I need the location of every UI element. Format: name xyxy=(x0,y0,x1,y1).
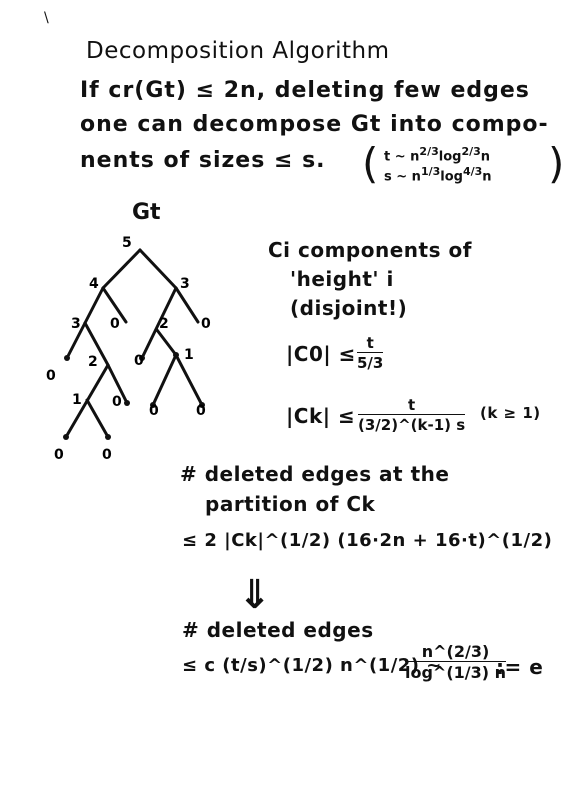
e-definition: := e xyxy=(496,655,544,679)
statement-line-1: If cr(Gt) ≤ 2n, deleting few edges xyxy=(80,78,530,103)
c0-denominator: 5/3 xyxy=(357,354,384,372)
node-label: 0 xyxy=(46,368,56,384)
components-heading-3: (disjoint!) xyxy=(290,296,408,320)
s-parameter: s ~ n1/3log4/3n xyxy=(384,165,492,184)
node-label: 3 xyxy=(180,276,190,292)
ck-numerator: t xyxy=(358,396,466,415)
node-label: 3 xyxy=(71,316,81,332)
t-parameter: t ~ n2/3log2/3n xyxy=(384,145,490,164)
page-title: Decomposition Algorithm xyxy=(86,38,390,64)
node-label: 1 xyxy=(72,392,82,408)
left-paren: ( xyxy=(362,139,379,188)
tree-label: Gt xyxy=(132,200,161,225)
node-label: 0 xyxy=(196,403,206,419)
implies-arrow: ⇓ xyxy=(238,572,272,618)
components-heading-1: Ci components of xyxy=(268,238,472,262)
deleted-total-fraction: n^(2/3) log^(1/3) n xyxy=(405,642,507,682)
components-heading-2: 'height' i xyxy=(290,267,394,291)
deleted-total-denominator: log^(1/3) n xyxy=(405,663,507,682)
node-label: 2 xyxy=(88,354,98,370)
ck-bound-fraction: t (3/2)^(k-1) s xyxy=(358,396,466,434)
tree-edges xyxy=(64,248,204,439)
c0-bound-lhs: |C0| ≤ xyxy=(286,342,356,366)
s-log: log xyxy=(440,169,463,185)
deleted-total-bound: ≤ c (t/s)^(1/2) n^(1/2) ~ xyxy=(182,655,442,676)
t-log: log xyxy=(438,149,462,165)
t-exponent: 2/3 xyxy=(419,145,439,158)
s-exponent: 1/3 xyxy=(420,165,441,178)
ck-denominator: (3/2)^(k-1) s xyxy=(358,416,466,434)
node-label: 2 xyxy=(159,316,169,332)
node-label: 0 xyxy=(134,353,144,369)
tree-dots xyxy=(63,352,205,440)
partition-line-1: # deleted edges at the xyxy=(180,462,450,486)
tree-node-labels: 5 4 3 3 0 2 0 0 2 0 1 1 0 0 0 0 0 xyxy=(46,235,211,463)
s-base: s ~ n xyxy=(384,169,421,185)
statement-line-2: one can decompose Gt into compo- xyxy=(80,112,549,137)
ck-bound-lhs: |Ck| ≤ xyxy=(286,404,356,428)
statement-line-3: nents of sizes ≤ s. xyxy=(80,148,326,173)
partition-bound: ≤ 2 |Ck|^(1/2) (16·2n + 16·t)^(1/2) xyxy=(182,530,553,551)
c0-bound-fraction: t 5/3 xyxy=(357,334,384,372)
ck-condition: (k ≥ 1) xyxy=(480,404,541,422)
partition-line-2: partition of Ck xyxy=(205,492,376,516)
node-label: 1 xyxy=(184,347,194,363)
corner-mark: \ xyxy=(44,10,49,26)
node-label: 4 xyxy=(89,276,99,292)
node-label: 0 xyxy=(102,447,112,463)
t-tail: n xyxy=(480,149,491,165)
deleted-total-numerator: n^(2/3) xyxy=(405,642,507,662)
right-paren: ) xyxy=(548,139,565,188)
node-label: 0 xyxy=(110,316,120,332)
deleted-total-heading: # deleted edges xyxy=(182,618,374,642)
s-tail: n xyxy=(482,169,492,185)
t-log-exponent: 2/3 xyxy=(461,145,481,158)
t-base: t ~ n xyxy=(384,149,420,165)
node-label: 5 xyxy=(122,235,132,251)
s-log-exponent: 4/3 xyxy=(462,165,483,178)
node-label: 0 xyxy=(112,394,122,410)
node-label: 0 xyxy=(149,403,159,419)
c0-numerator: t xyxy=(357,334,384,353)
node-label: 0 xyxy=(54,447,64,463)
node-label: 0 xyxy=(201,316,211,332)
